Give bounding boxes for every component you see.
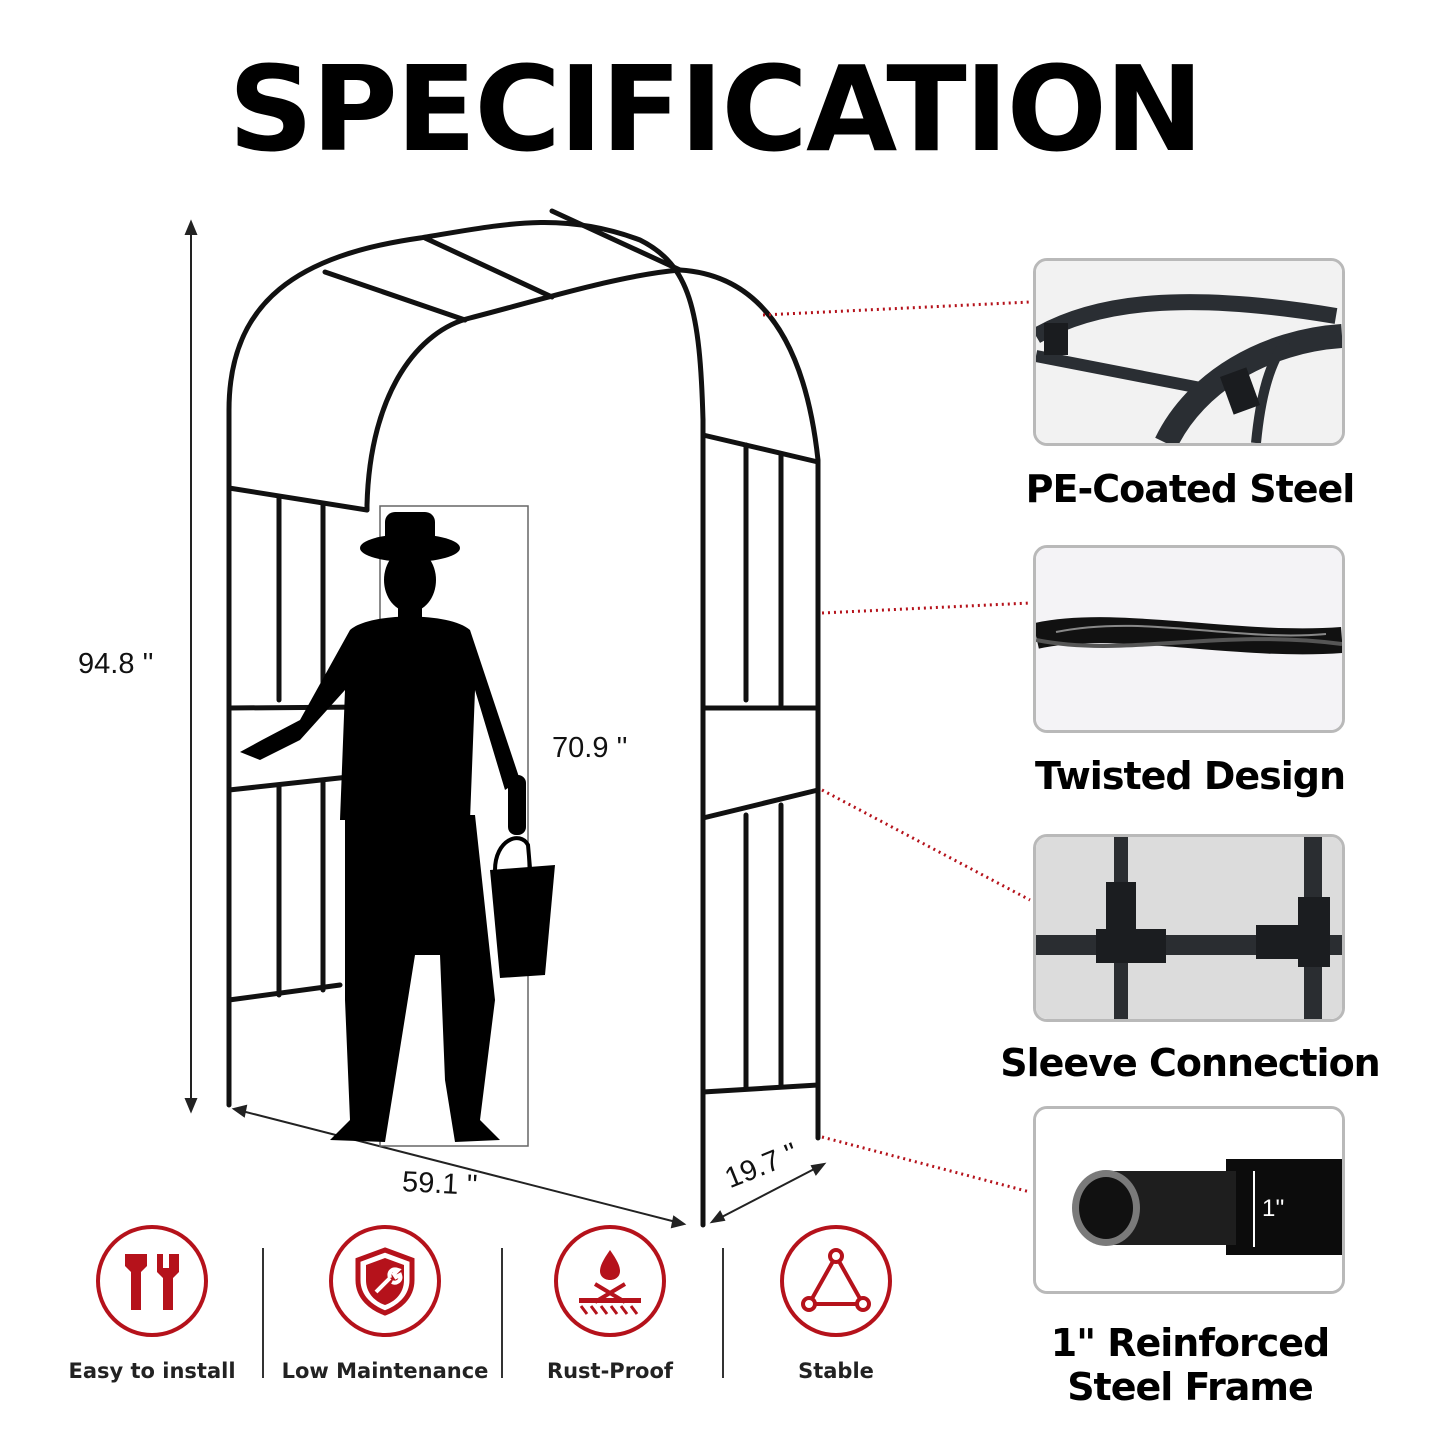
sleeve-connection-photo <box>1033 834 1345 1022</box>
shield-wrench-icon <box>355 1247 415 1316</box>
page-title: SPECIFICATION <box>228 40 1203 178</box>
height-dimension-line <box>184 219 198 1114</box>
width-label: 59.1 '' <box>401 1166 479 1202</box>
feature-divider <box>501 1248 503 1378</box>
twisted-design-label: Twisted Design <box>1034 754 1346 798</box>
feature-divider <box>722 1248 724 1378</box>
feature-stable: Stable <box>716 1225 956 1383</box>
depth-dimension-line <box>709 1162 827 1224</box>
pe-coated-steel-label: PE-Coated Steel <box>1025 467 1356 511</box>
tools-icon <box>125 1254 179 1310</box>
arch-frame <box>226 208 821 1228</box>
sleeve-connection-label: Sleeve Connection <box>1000 1041 1380 1085</box>
feature-low-maintenance: Low Maintenance <box>265 1225 505 1383</box>
twisted-design-photo <box>1033 545 1345 733</box>
reinforced-frame-photo: 1'' <box>1033 1106 1345 1294</box>
person-silhouette <box>240 512 555 1142</box>
rust-proof-icon <box>579 1250 641 1315</box>
reinforced-frame-label: 1" Reinforced Steel Frame <box>1050 1321 1330 1409</box>
triangle-icon <box>801 1248 871 1312</box>
person-height-label: 70.9 '' <box>552 732 628 764</box>
feature-divider <box>262 1248 264 1378</box>
pipe-diameter-label: 1'' <box>1262 1195 1285 1222</box>
width-dimension-line <box>231 1104 687 1229</box>
feature-easy-install: Easy to install <box>32 1225 272 1383</box>
feature-rust-proof: Rust-Proof <box>490 1225 730 1383</box>
connector-lines <box>762 300 1031 1194</box>
pe-coated-steel-photo <box>1033 258 1345 446</box>
total-height-label: 94.8 '' <box>78 648 154 680</box>
